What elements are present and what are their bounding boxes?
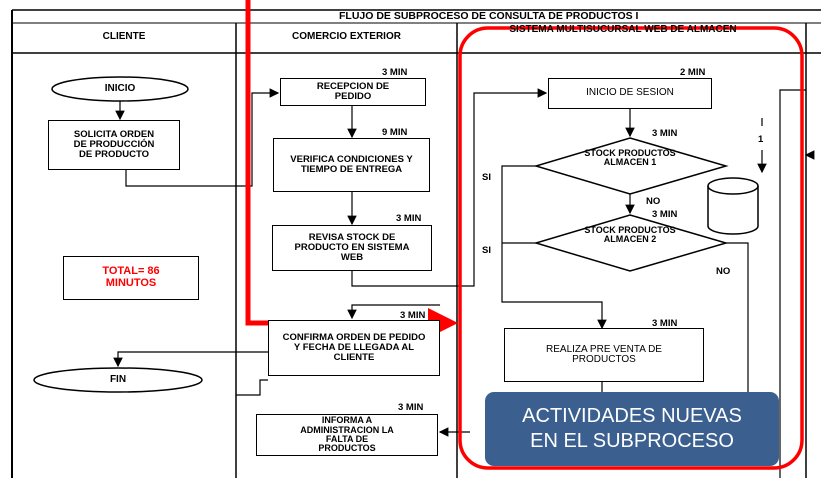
fin-label: FIN bbox=[109, 374, 127, 385]
time-stock1: 3 MIN bbox=[652, 128, 678, 139]
time-stock2: 3 MIN bbox=[652, 209, 678, 220]
preventa-text: REALIZA PRE VENTA DE PRODUCTOS bbox=[546, 343, 662, 365]
verifica-text: VERIFICA CONDICIONES Y TIEMPO DE ENTREGA bbox=[290, 154, 413, 175]
inicio-sesion-text: INICIO DE SESION bbox=[586, 87, 674, 99]
solicita-text: SOLICITA ORDEN DE PRODUCCIÓN DE PRODUCTO bbox=[73, 129, 155, 160]
lane-header-sistema: SISTEMA MULTISUCURSAL WEB DE ALMACEN bbox=[509, 24, 737, 35]
callout-line1: ACTIVIDADES NUEVAS bbox=[522, 405, 742, 427]
lane-header-cliente: CLIENTE bbox=[102, 31, 146, 42]
si-label-2: SI bbox=[482, 245, 491, 256]
revisa-box: REVISA STOCK DE PRODUCTO EN SISTEMA WEB bbox=[272, 225, 432, 271]
stock2-text: STOCK PRODUCTOS ALMACEN 2 bbox=[584, 225, 676, 244]
time-recepcion: 3 MIN bbox=[382, 67, 408, 78]
diagram-title: FLUJO DE SUBPROCESO DE CONSULTA DE PRODU… bbox=[339, 10, 639, 22]
ref-one-label: 1 bbox=[758, 134, 764, 145]
time-informa: 3 MIN bbox=[398, 402, 424, 413]
recepcion-text: RECEPCION DE PEDIDO bbox=[316, 81, 390, 102]
confirma-text: CONFIRMA ORDEN DE PEDIDO Y FECHA DE LLEG… bbox=[282, 332, 426, 363]
no-label-1: NO bbox=[646, 196, 661, 207]
stock1-text: STOCK PRODUCTOS ALMACEN 1 bbox=[584, 148, 676, 167]
swimlane-grid bbox=[11, 9, 821, 478]
time-preventa: 3 MIN bbox=[652, 318, 678, 329]
no-label-2: NO bbox=[716, 266, 731, 277]
callout-line2: EN EL SUBPROCESO bbox=[530, 430, 734, 452]
time-inicio-sesion: 2 MIN bbox=[680, 67, 706, 78]
fin-oval bbox=[33, 367, 203, 393]
total-text: TOTAL= 86 MINUTOS bbox=[102, 265, 160, 289]
stock2-diamond bbox=[533, 214, 729, 272]
total-box: TOTAL= 86 MINUTOS bbox=[63, 256, 199, 300]
time-verifica: 9 MIN bbox=[382, 127, 408, 138]
revisa-text: REVISA STOCK DE PRODUCTO EN SISTEMA WEB bbox=[294, 232, 410, 263]
inicio-label: INICIO bbox=[104, 83, 136, 94]
si-label-1: SI bbox=[482, 172, 491, 183]
inicio-sesion-box: INICIO DE SESION bbox=[548, 78, 712, 109]
time-confirma: 3 MIN bbox=[400, 310, 426, 321]
informa-text: INFORMA A ADMINISTRACION LA FALTA DE PRO… bbox=[300, 415, 394, 454]
time-revisa: 3 MIN bbox=[396, 213, 422, 224]
recepcion-box: RECEPCION DE PEDIDO bbox=[280, 78, 426, 106]
database-icon bbox=[707, 177, 759, 235]
verifica-box: VERIFICA CONDICIONES Y TIEMPO DE ENTREGA bbox=[273, 138, 430, 192]
solicita-box: SOLICITA ORDEN DE PRODUCCIÓN DE PRODUCTO bbox=[48, 120, 180, 170]
confirma-box: CONFIRMA ORDEN DE PEDIDO Y FECHA DE LLEG… bbox=[268, 320, 440, 376]
preventa-box: REALIZA PRE VENTA DE PRODUCTOS bbox=[504, 328, 704, 382]
informa-box: INFORMA A ADMINISTRACION LA FALTA DE PRO… bbox=[256, 414, 438, 456]
lane-header-comercio: COMERCIO EXTERIOR bbox=[292, 31, 401, 42]
callout-box: ACTIVIDADES NUEVAS EN EL SUBPROCESO bbox=[485, 392, 779, 466]
new-activities-highlight bbox=[458, 26, 804, 470]
